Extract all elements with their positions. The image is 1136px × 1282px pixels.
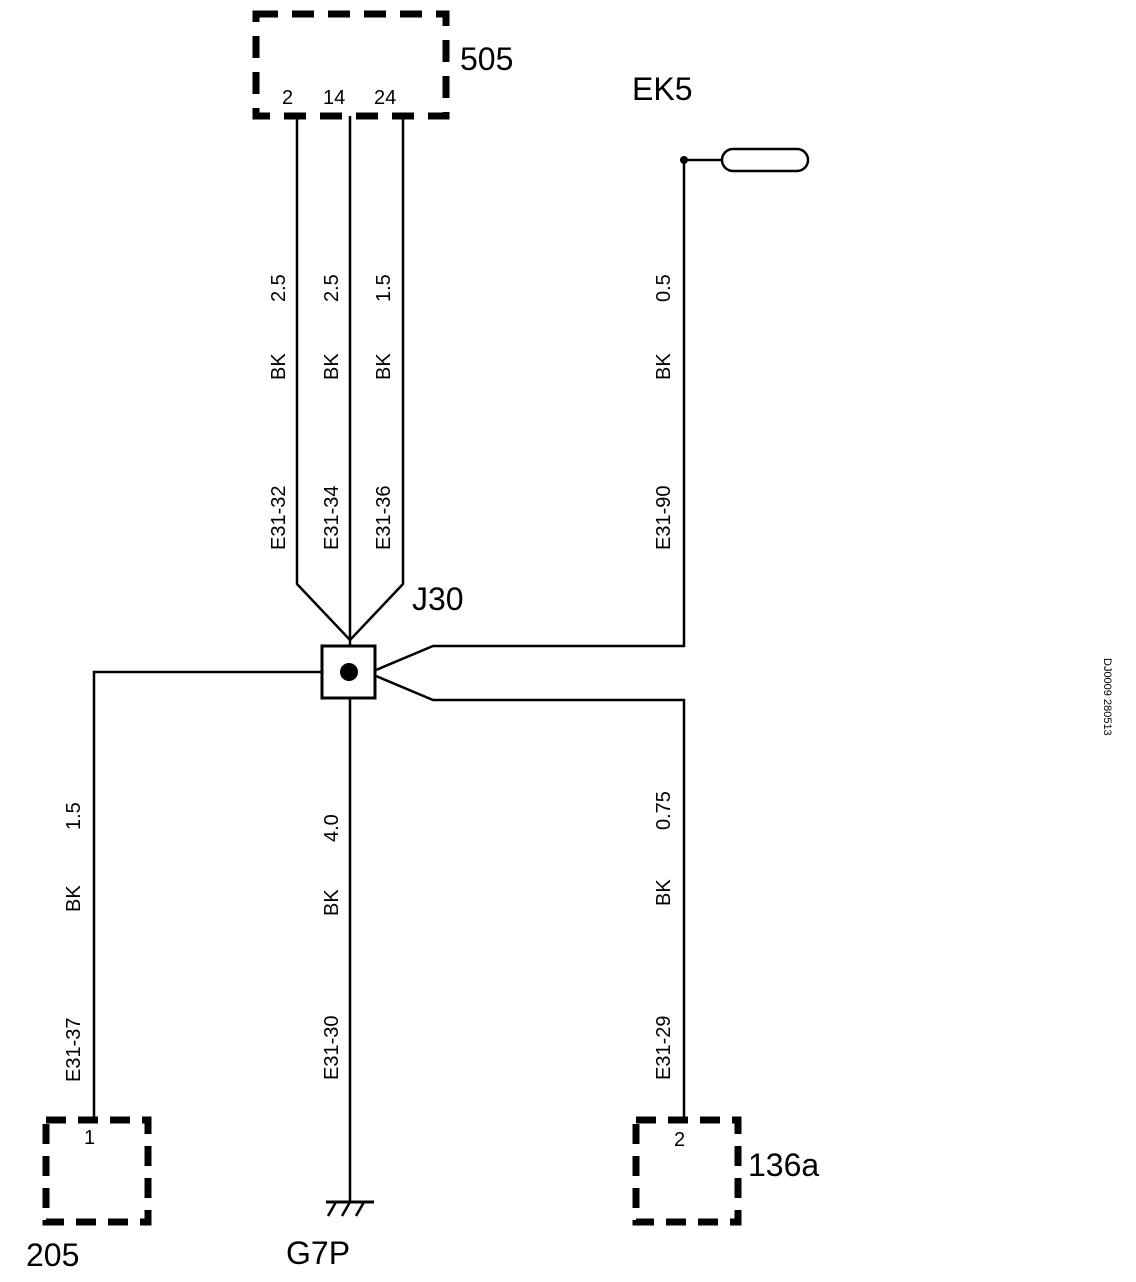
wire-e31-36-id: E31-36 xyxy=(373,486,395,551)
wire-e31-32-color: BK xyxy=(268,353,290,380)
connector-136a[interactable]: 2 136a xyxy=(632,1116,819,1226)
ek5-eyelet-icon xyxy=(720,147,810,173)
wire-e31-34-id: E31-34 xyxy=(321,486,343,551)
wire-e31-29-size: 0.75 xyxy=(653,791,675,830)
connector-205-pin-1: 1 xyxy=(84,1127,95,1149)
wire-e31-90-size: 0.5 xyxy=(653,274,675,302)
wire-e31-34-color: BK xyxy=(321,353,343,380)
connector-136a-pin-2: 2 xyxy=(674,1129,685,1151)
wire-e31-30-id: E31-30 xyxy=(321,1016,343,1081)
reference-code: DJ0009 280513 xyxy=(1101,658,1113,736)
wire-e31-90-id: E31-90 xyxy=(653,486,675,551)
connector-505[interactable]: 505 2 14 24 xyxy=(252,10,513,120)
g7p-label: G7P xyxy=(286,1235,350,1271)
wire-e31-37-color: BK xyxy=(63,885,85,912)
ground-eyelet-ek5[interactable]: EK5 xyxy=(632,71,810,173)
connector-505-pin-2: 2 xyxy=(282,87,293,109)
wire-e31-30-size: 4.0 xyxy=(321,814,343,842)
wire-e31-29-color: BK xyxy=(653,879,675,906)
ground-g7p[interactable]: G7P xyxy=(286,1200,374,1271)
connector-136a-label: 136a xyxy=(748,1147,819,1183)
wire-e31-29-id: E31-29 xyxy=(653,1016,675,1081)
wire-e31-30-color: BK xyxy=(321,889,343,916)
wire-e31-90-color: BK xyxy=(653,353,675,380)
ground-hatch-2 xyxy=(340,1201,352,1217)
wire-e31-32-size: 2.5 xyxy=(268,274,290,302)
connector-205-label: 205 xyxy=(26,1237,79,1273)
wire-e31-36-color: BK xyxy=(373,353,395,380)
wire-e31-37-size: 1.5 xyxy=(63,802,85,830)
wire-e31-90[interactable] xyxy=(375,160,686,672)
connector-205[interactable]: 1 205 xyxy=(26,1116,152,1273)
wire-e31-36-size: 1.5 xyxy=(373,274,395,302)
connector-505-pin-14: 14 xyxy=(323,87,345,109)
wire-e31-37-id: E31-37 xyxy=(63,1018,85,1083)
wire-e31-29[interactable] xyxy=(375,674,686,1120)
wire-e31-36[interactable] xyxy=(349,116,405,641)
j30-label: J30 xyxy=(412,581,464,617)
wire-e31-32-id: E31-32 xyxy=(268,486,290,551)
splice-j30[interactable]: J30 xyxy=(320,581,464,700)
wire-e31-34-size: 2.5 xyxy=(321,274,343,302)
ground-hatch-1 xyxy=(326,1201,338,1217)
splice-j30-dot xyxy=(340,663,358,681)
wire-e31-32[interactable] xyxy=(295,116,351,641)
ek5-label: EK5 xyxy=(632,71,692,107)
wire-e31-37[interactable] xyxy=(92,670,322,1120)
connector-505-label: 505 xyxy=(460,41,513,77)
connector-505-pin-24: 24 xyxy=(374,87,396,109)
ground-hatch-3 xyxy=(354,1201,366,1217)
